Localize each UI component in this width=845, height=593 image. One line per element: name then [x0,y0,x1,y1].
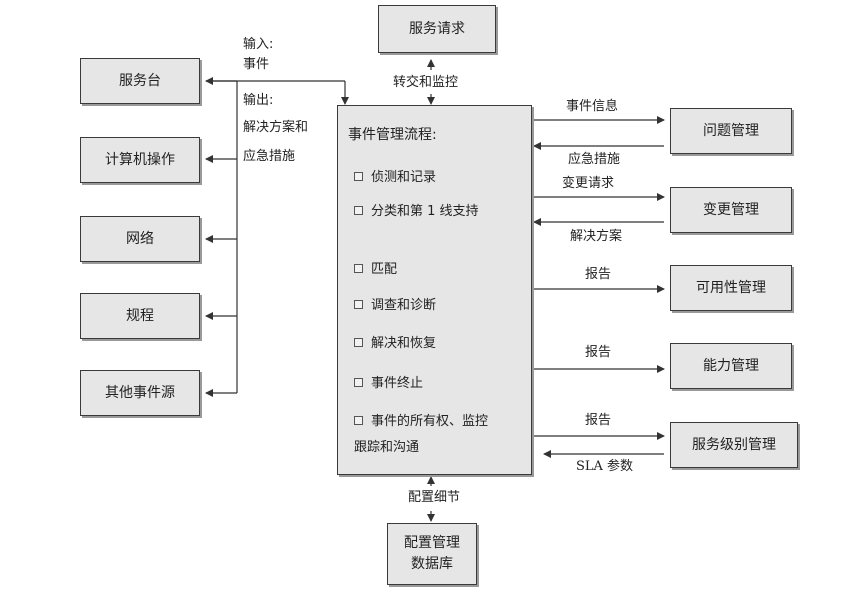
config-details-label: 配置细节 [408,490,461,505]
solution-label: 解决方案 [570,229,623,244]
step-resolve-recover: 解决和恢复 [354,334,436,354]
process-title: 事件管理流程: [348,127,437,143]
checkbox-icon [354,264,363,273]
sla-report-label: 报告 [585,413,612,428]
checkbox-icon [354,338,363,347]
sla-parameters-label: SLA 参数 [576,459,634,474]
step-classify-support: 分类和第 1 线支持 [354,202,479,222]
checkbox-icon [354,206,363,215]
transfer-monitor-label: 转交和监控 [393,75,459,90]
procedures-box: 规程 [80,293,200,339]
change-request-label: 变更请求 [562,176,615,191]
output-label: 输出: [243,93,274,108]
problem-management-box: 问题管理 [670,108,792,154]
capacity-management-box: 能力管理 [670,343,792,389]
procedures-label: 规程 [126,307,154,324]
network-label: 网络 [126,230,154,247]
incident-management-process-box: 事件管理流程: 侦测和记录 分类和第 1 线支持 匹配 调查和诊断 解决和恢复 … [337,105,532,475]
change-management-label: 变更管理 [703,201,759,218]
workaround-label: 应急措施 [568,152,621,167]
step-match: 匹配 [354,260,397,280]
service-level-management-box: 服务级别管理 [670,422,798,468]
service-request-label: 服务请求 [409,20,465,37]
step-ownership-continuation: 跟踪和沟通 [354,440,420,455]
output-workaround-label: 应急措施 [243,149,296,164]
problem-management-label: 问题管理 [703,122,759,139]
service-desk-box: 服务台 [80,58,200,104]
cmdb-box: 配置管理 数据库 [387,523,477,585]
service-level-management-label: 服务级别管理 [692,436,776,453]
computer-operations-box: 计算机操作 [80,137,200,183]
service-request-box: 服务请求 [378,5,496,53]
availability-management-label: 可用性管理 [696,279,766,296]
input-label: 输入: [243,37,274,52]
capacity-report-label: 报告 [585,345,612,360]
change-management-box: 变更管理 [670,187,792,233]
checkbox-icon [354,300,363,309]
capacity-management-label: 能力管理 [703,357,759,374]
availability-report-label: 报告 [585,267,612,282]
service-desk-label: 服务台 [119,72,161,89]
checkbox-icon [354,416,363,425]
checkbox-icon [354,378,363,387]
checkbox-icon [354,172,363,181]
computer-operations-label: 计算机操作 [105,151,175,168]
network-box: 网络 [80,216,200,262]
incident-info-label: 事件信息 [566,99,619,114]
step-ownership-monitoring: 事件的所有权、监控 [354,412,488,432]
step-investigate-diagnose: 调查和诊断 [354,296,436,316]
other-incident-sources-box: 其他事件源 [80,370,200,416]
cmdb-label-line2: 数据库 [411,556,453,572]
output-solution-label: 解决方案和 [243,120,309,135]
step-close: 事件终止 [354,374,423,394]
availability-management-box: 可用性管理 [670,265,792,311]
step-detect-record: 侦测和记录 [354,168,436,188]
input-incident-label: 事件 [243,57,270,72]
cmdb-label-line1: 配置管理 [404,535,460,551]
other-incident-sources-label: 其他事件源 [105,384,175,401]
